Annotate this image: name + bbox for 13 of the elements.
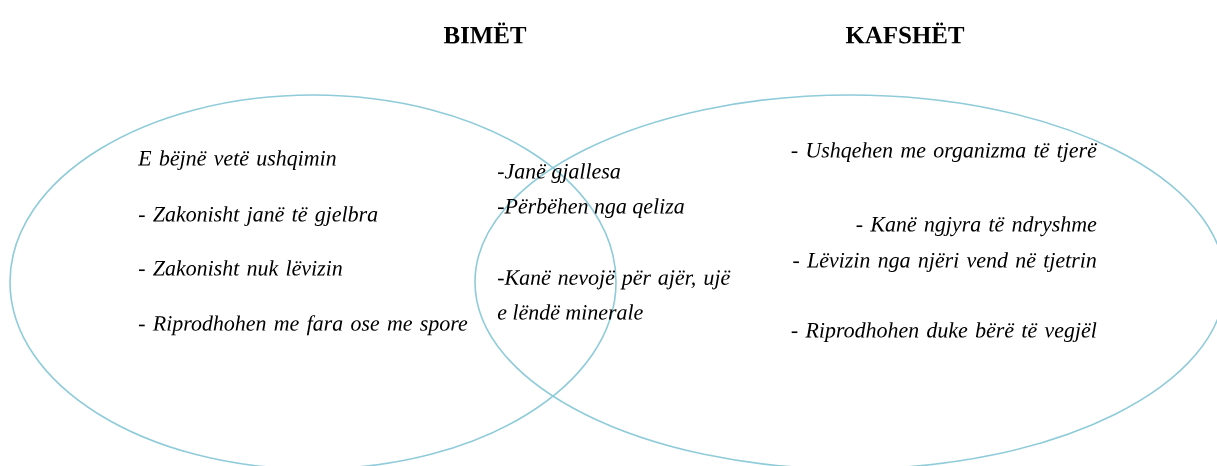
- list-item: - Riprodhohen duke bërë të vegjël: [791, 322, 1097, 343]
- set-title: KAFSHËT: [845, 22, 965, 44]
- list-item: E bëjnë vetë ushqimin: [137, 150, 336, 171]
- list-item: - Ushqehen me organizma të tjerë: [791, 142, 1097, 163]
- list-item: - Zakonisht janë të gjelbra: [139, 206, 378, 227]
- list-item: - Riprodhohen me fara ose me spore: [139, 315, 468, 336]
- list-item: -Janë gjallesa: [498, 163, 620, 184]
- list-item: -Përbëhen nga qeliza: [498, 198, 684, 219]
- list-item: - Zakonisht nuk lëvizin: [139, 260, 342, 276]
- list-item: -Kanë nevojë për ajër, ujë e lëndë minerale: [497, 270, 731, 320]
- set-title: BIMËT: [443, 22, 527, 44]
- list-item: - Lëvizin nga njëri vend në tjetrin: [793, 252, 1096, 273]
- list-item: - Kanë ngjyra të ndryshme: [856, 216, 1097, 237]
